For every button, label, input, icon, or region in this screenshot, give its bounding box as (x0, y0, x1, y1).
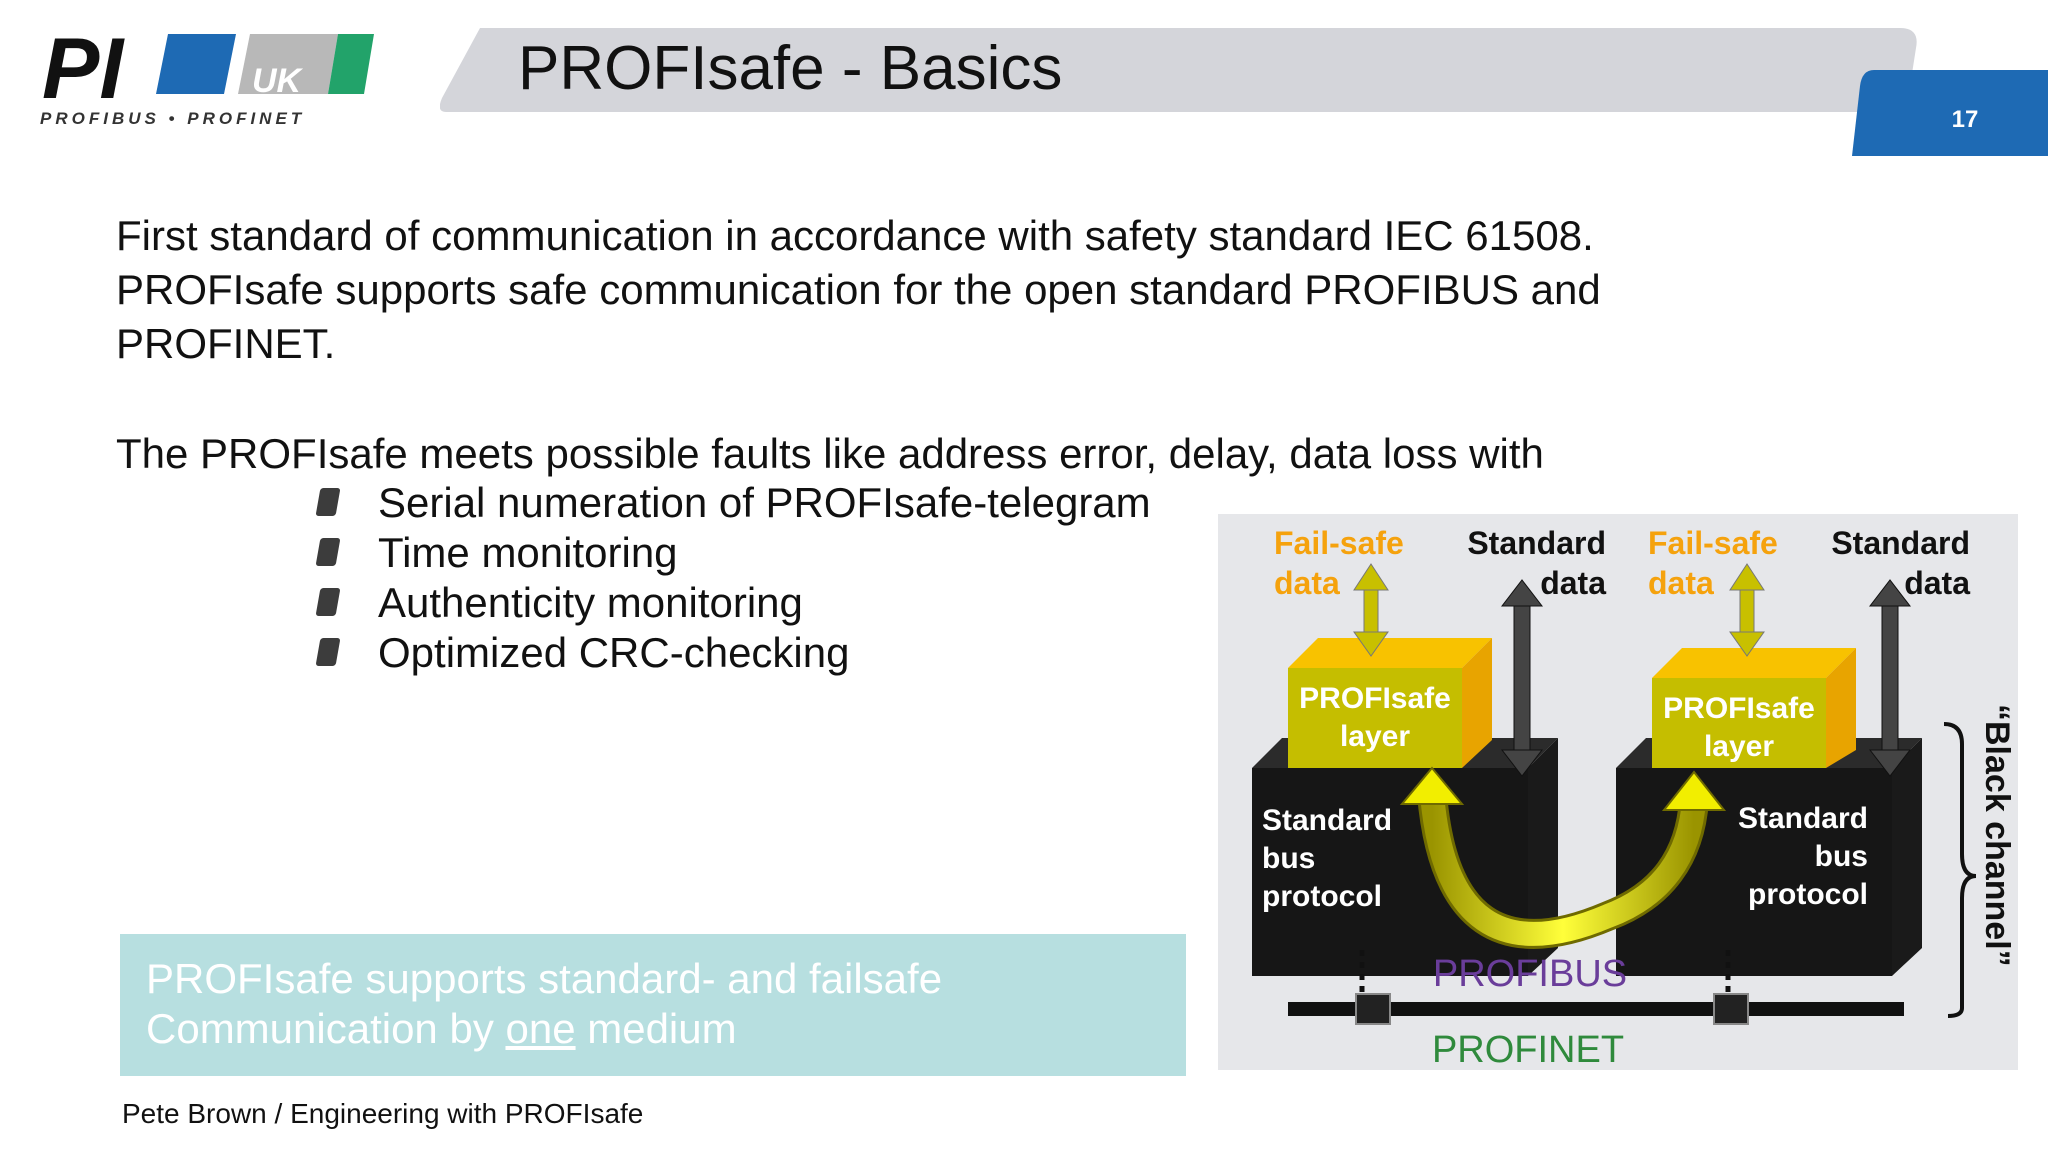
right-standard-label-2: data (1904, 565, 1970, 601)
logo-pi-text: PI (42, 24, 125, 117)
black-channel-label: “Black channel” (1978, 704, 2016, 967)
profinet-label: PROFINET (1432, 1029, 1624, 1070)
callout-line-2: Communication by one medium (146, 1004, 737, 1054)
right-bus-label-2: bus (1815, 840, 1868, 873)
callout-emphasis: one (505, 1005, 576, 1052)
right-failsafe-arrow-down (1729, 631, 1765, 657)
right-layer-label-1: PROFIsafe (1663, 692, 1815, 725)
left-standard-label-1: Standard (1467, 525, 1606, 561)
right-standard-label-1: Standard (1831, 525, 1970, 561)
left-standard-arrow-up (1500, 579, 1544, 607)
layer-cube-top-right (1652, 648, 1856, 678)
left-bus-label-2: bus (1262, 842, 1315, 875)
curve-arrowhead-right (1661, 770, 1727, 811)
callout-suffix: medium (575, 1005, 737, 1052)
layer-cube-front-right (1652, 678, 1826, 768)
footer-text: Pete Brown / Engineering with PROFIsafe (122, 1098, 644, 1129)
profisafe-diagram: PROFIsafe layer Standard bus protocol Fa… (1218, 514, 2018, 1070)
callout-prefix: Communication by (146, 1005, 506, 1052)
bullet-text: Time monitoring (378, 529, 678, 576)
logo-tagline: PROFIBUS • PROFINET (40, 109, 305, 128)
pi-uk-logo: PI UK PROFIBUS • PROFINET (38, 24, 388, 134)
callout-line-1: PROFIsafe supports standard- and failsaf… (146, 955, 943, 1002)
right-standard-arrow-shaft (1881, 605, 1899, 753)
left-bus-label-1: Standard (1262, 804, 1392, 837)
body-line-4: The PROFIsafe meets possible faults like… (116, 430, 1544, 477)
bus-cube-front-left (1252, 768, 1528, 976)
bullet-text: Optimized CRC-checking (378, 629, 850, 676)
left-layer-label-1: PROFIsafe (1299, 682, 1451, 715)
bullet-text: Serial numeration of PROFIsafe-telegram (378, 479, 1151, 526)
right-failsafe-label-1: Fail-safe (1648, 525, 1778, 561)
layer-cube-front-left (1288, 668, 1462, 768)
callout-box: PROFIsafe supports standard- and failsaf… (120, 934, 1186, 1076)
left-bus-connector (1355, 993, 1391, 1025)
left-failsafe-arrow-down (1353, 631, 1389, 657)
bullet-icon (315, 588, 341, 616)
logo-blue-square (156, 34, 236, 94)
left-failsafe-label-2: data (1274, 565, 1340, 601)
right-bus-label-3: protocol (1748, 878, 1868, 911)
black-channel-curve (1420, 792, 1706, 946)
right-bus-label-1: Standard (1738, 802, 1868, 835)
bullet-icon (315, 538, 341, 566)
left-failsafe-arrow-up (1353, 563, 1389, 591)
bullet-text: Authenticity monitoring (378, 579, 803, 626)
left-standard-label-2: data (1540, 565, 1606, 601)
left-standard-arrow-shaft (1513, 605, 1531, 753)
black-channel-brace (1943, 722, 1977, 1018)
layer-cube-top-left (1288, 638, 1492, 668)
bus-cube-side-right (1892, 738, 1922, 976)
bullet-icon (315, 488, 341, 516)
bullet-icon (315, 638, 341, 666)
profibus-label: PROFIBUS (1433, 953, 1627, 995)
logo-uk-text: UK (252, 62, 304, 100)
bus-cube-side-left (1528, 738, 1558, 976)
right-standard-arrow-down (1868, 749, 1912, 777)
title-bar (440, 28, 1920, 112)
body-line-2: PROFIsafe supports safe communication fo… (116, 266, 1601, 313)
left-standard-arrow-down (1500, 749, 1544, 777)
page-number-tab (1852, 70, 2048, 156)
right-failsafe-label-2: data (1648, 565, 1714, 601)
left-failsafe-label-1: Fail-safe (1274, 525, 1404, 561)
body-line-1: First standard of communication in accor… (116, 212, 1594, 259)
slide-title: PROFIsafe - Basics (518, 34, 1063, 103)
right-failsafe-arrow-up (1729, 563, 1765, 591)
right-standard-arrow-up (1868, 579, 1912, 607)
layer-cube-side-right (1826, 648, 1856, 768)
curve-arrowhead-left (1399, 766, 1465, 805)
body-line-3: PROFINET. (116, 320, 336, 367)
left-failsafe-arrow-shaft (1363, 589, 1379, 639)
left-layer-label-2: layer (1340, 720, 1410, 753)
page-number: 17 (1951, 106, 1979, 133)
layer-cube-side-left (1462, 638, 1492, 768)
left-bus-label-3: protocol (1262, 880, 1382, 913)
right-failsafe-arrow-shaft (1739, 589, 1755, 639)
logo-grey-square (238, 34, 338, 94)
logo-green-square (328, 34, 374, 94)
fieldbus-line (1288, 1002, 1904, 1016)
right-layer-label-2: layer (1704, 730, 1774, 763)
right-bus-connector (1713, 993, 1749, 1025)
